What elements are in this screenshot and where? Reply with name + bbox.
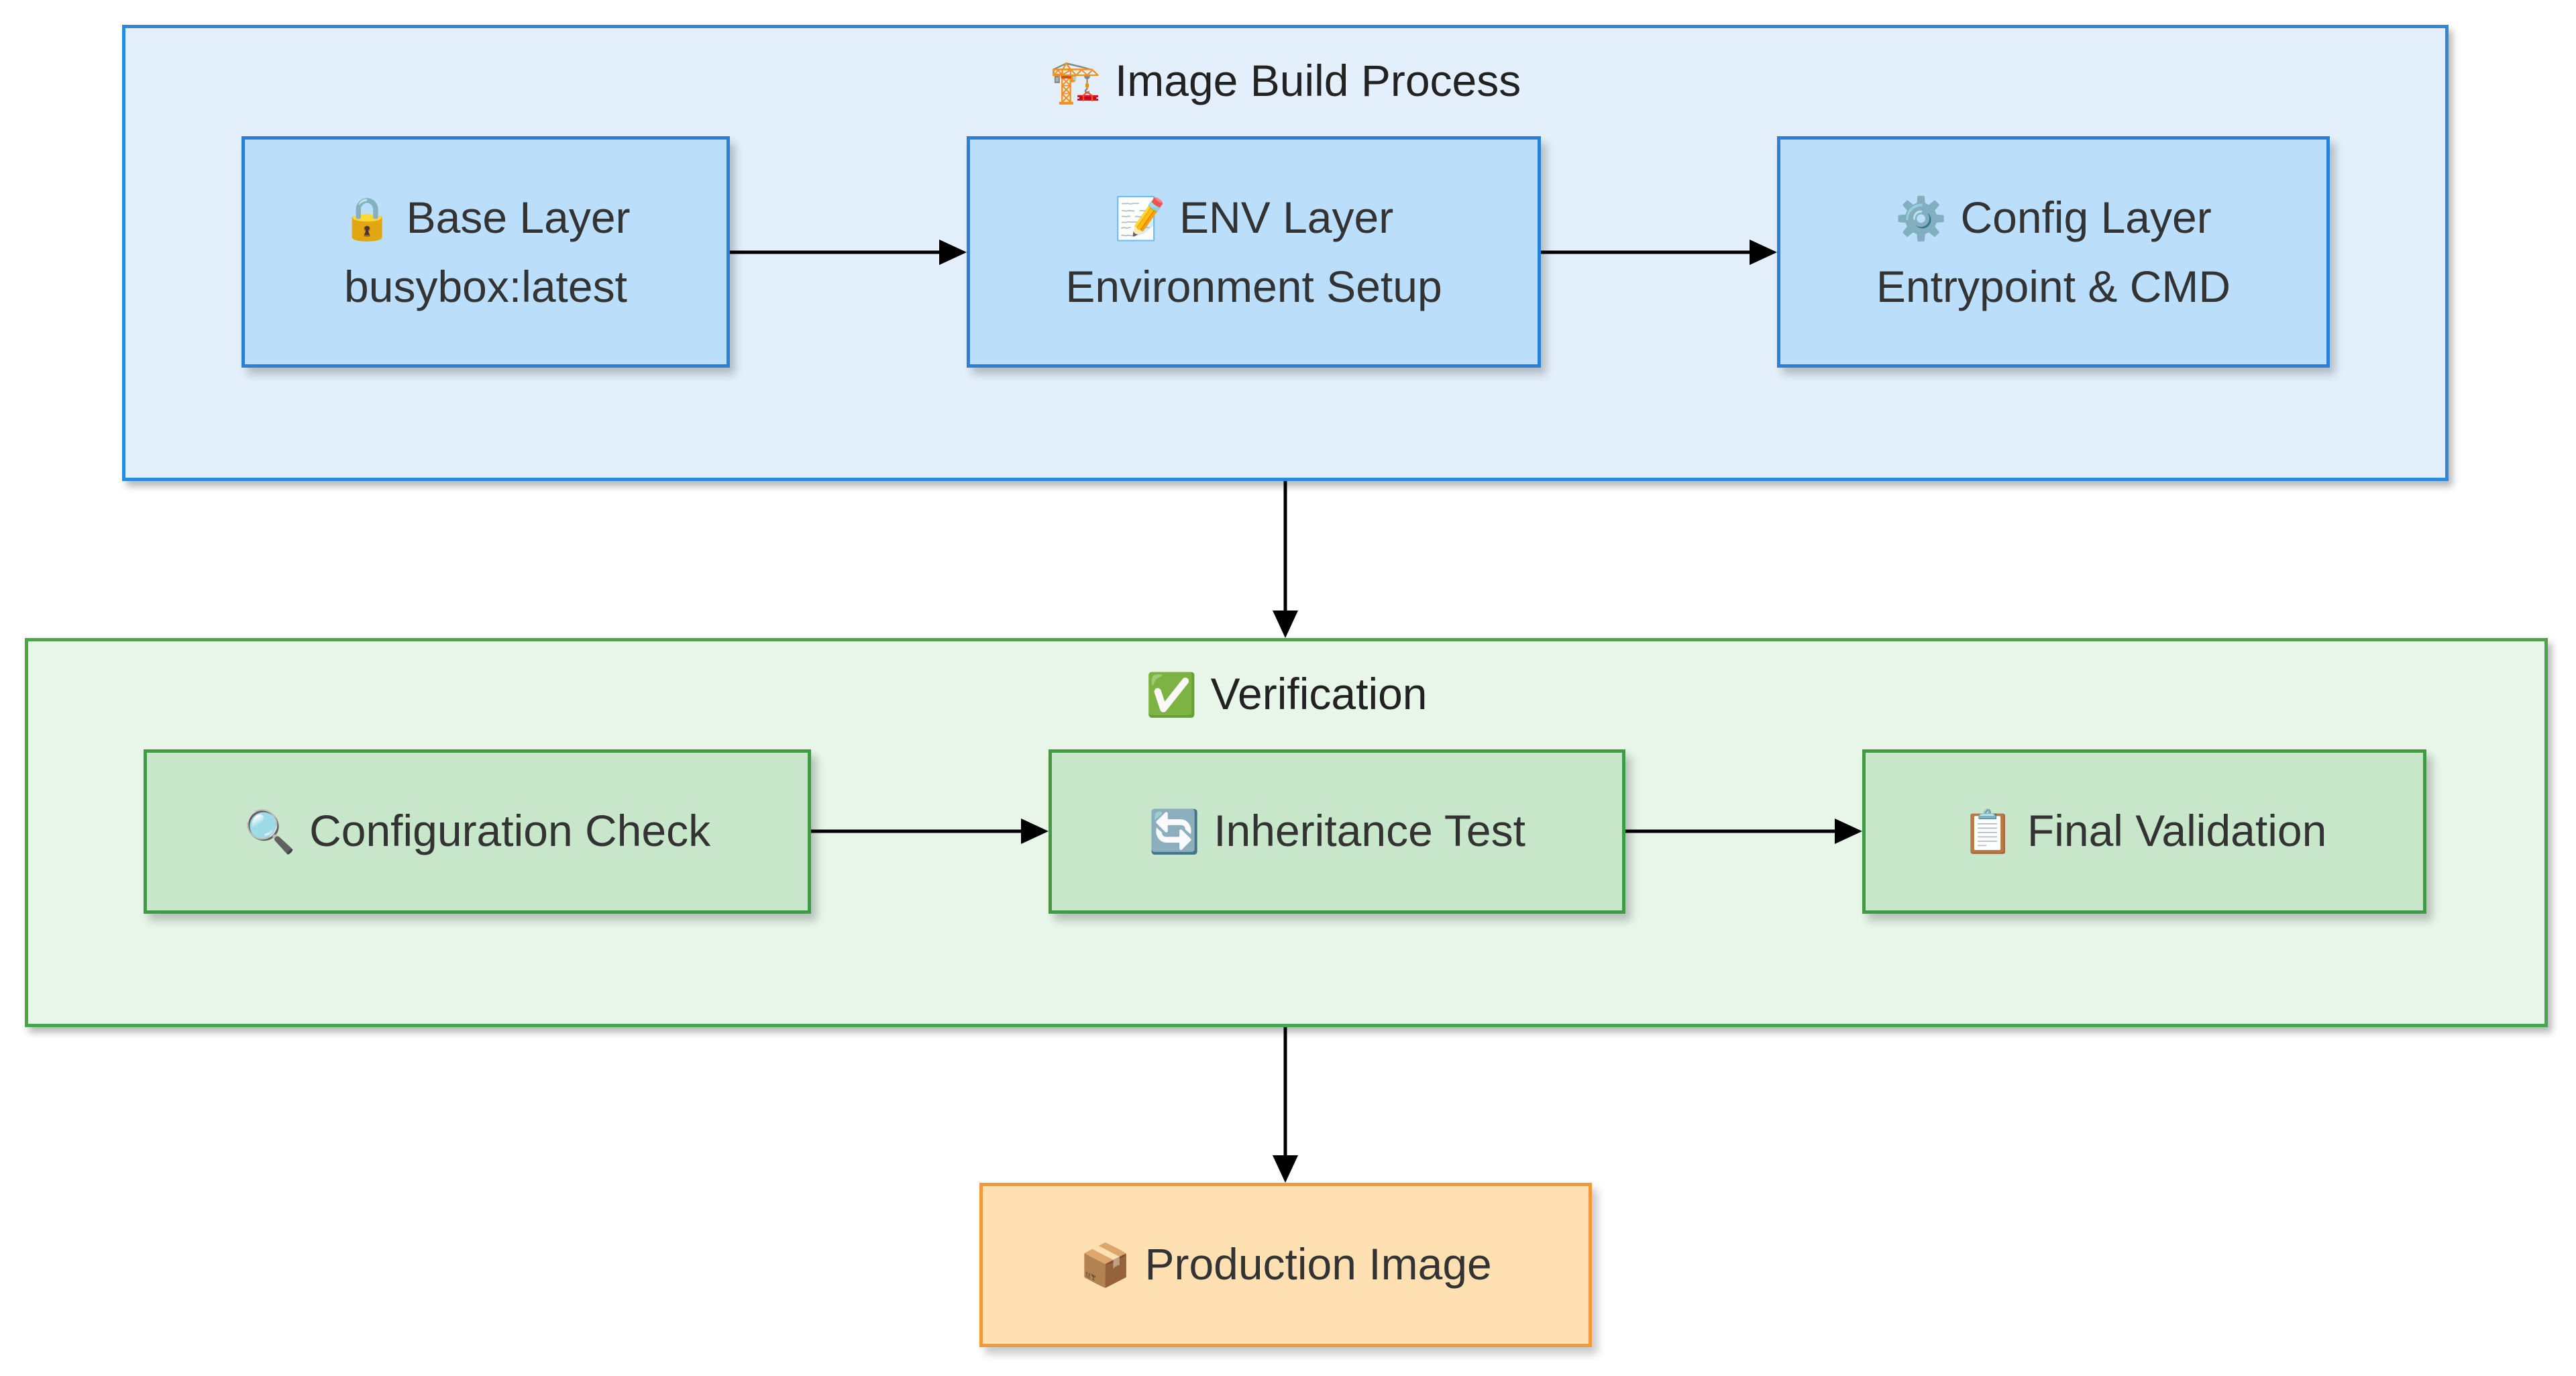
base-layer-subtitle: busybox:latest — [344, 262, 627, 311]
configuration-check-title: 🔍 Configuration Check — [244, 797, 710, 866]
final-validation-node[interactable]: 📋 Final Validation — [1862, 749, 2426, 914]
image-build-process-label: Image Build Process — [1114, 56, 1521, 105]
verification-title: ✅ Verification — [28, 668, 2544, 720]
configuration-check-node[interactable]: 🔍 Configuration Check — [144, 749, 811, 914]
env-layer-node[interactable]: 📝 ENV Layer Environment Setup — [967, 136, 1541, 368]
arrowhead-verification-to-production — [1273, 1155, 1298, 1183]
final-validation-label: Final Validation — [2027, 806, 2327, 855]
base-layer-node[interactable]: 🔒 Base Layer busybox:latest — [241, 136, 730, 368]
verification-label: Verification — [1210, 669, 1428, 719]
production-image-label: Production Image — [1144, 1239, 1492, 1289]
production-image-title: 📦 Production Image — [1079, 1230, 1492, 1300]
config-layer-title: ⚙️ Config Layer — [1895, 184, 2211, 253]
inheritance-test-label: Inheritance Test — [1214, 806, 1525, 855]
config-layer-node[interactable]: ⚙️ Config Layer Entrypoint & CMD — [1777, 136, 2330, 368]
inheritance-test-title: 🔄 Inheritance Test — [1148, 797, 1525, 866]
magnifier-icon: 🔍 — [244, 809, 297, 855]
config-layer-label: Config Layer — [1960, 193, 2212, 242]
gear-icon: ⚙️ — [1895, 196, 1947, 242]
env-layer-subtitle: Environment Setup — [1065, 262, 1442, 311]
lock-icon: 🔒 — [341, 196, 393, 242]
base-layer-label: Base Layer — [406, 193, 631, 242]
final-validation-title: 📋 Final Validation — [1962, 797, 2327, 866]
configuration-check-label: Configuration Check — [309, 806, 711, 855]
clipboard-icon: 📋 — [1962, 809, 2014, 855]
arrowhead-build-to-verification — [1273, 611, 1298, 638]
check-mark-icon: ✅ — [1145, 672, 1197, 719]
cycle-arrows-icon: 🔄 — [1148, 809, 1201, 855]
env-layer-title: 📝 ENV Layer — [1114, 184, 1393, 253]
crane-icon: 🏗️ — [1049, 59, 1102, 105]
memo-icon: 📝 — [1114, 196, 1167, 242]
package-icon: 📦 — [1079, 1242, 1132, 1289]
env-layer-label: ENV Layer — [1179, 193, 1394, 242]
base-layer-title: 🔒 Base Layer — [341, 184, 630, 253]
config-layer-subtitle: Entrypoint & CMD — [1876, 262, 2231, 311]
image-build-process-title: 🏗️ Image Build Process — [125, 55, 2445, 107]
production-image-node[interactable]: 📦 Production Image — [979, 1183, 1592, 1347]
inheritance-test-node[interactable]: 🔄 Inheritance Test — [1049, 749, 1625, 914]
